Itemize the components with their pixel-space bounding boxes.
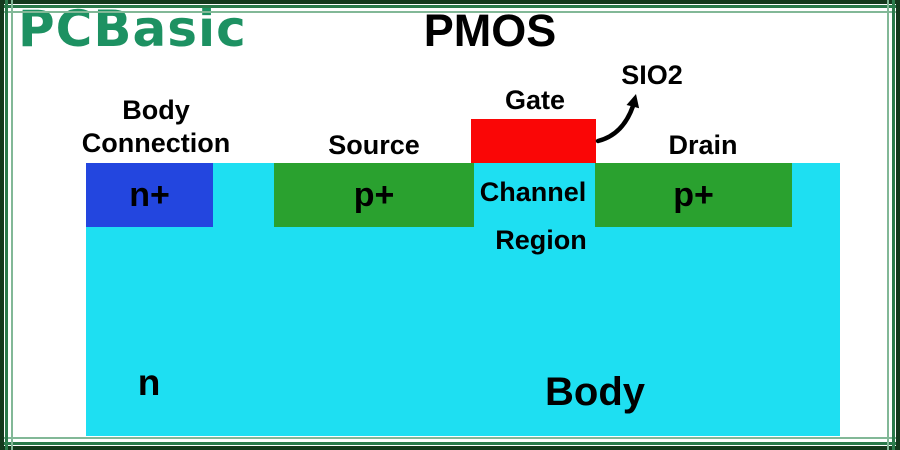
frame-border-bottom — [0, 437, 900, 450]
pcbasic-logo: PCBasic — [18, 0, 247, 58]
p-plus-source-label: p+ — [353, 175, 395, 214]
gate-label: Gate — [504, 85, 566, 115]
gate-rect — [471, 119, 596, 163]
n-plus-region: n+ — [86, 163, 213, 227]
frame-border-left — [0, 0, 13, 450]
p-plus-drain-region: p+ — [595, 163, 792, 227]
body-connection-line1: Body — [122, 95, 190, 125]
sio2-arrow-icon — [595, 94, 640, 144]
drain-label: Drain — [668, 130, 738, 160]
body-connection-label: Body Connection — [46, 94, 266, 160]
sio2-label: SIO2 — [621, 60, 683, 90]
frame-border-right — [887, 0, 900, 450]
p-plus-source-region: p+ — [274, 163, 474, 227]
channel-label: Channel — [479, 177, 587, 207]
body-connection-line2: Connection — [81, 128, 231, 158]
channel-region-label: Region — [495, 225, 587, 255]
source-label: Source — [328, 130, 420, 160]
p-plus-drain-label: p+ — [673, 175, 714, 214]
n-plus-label: n+ — [129, 175, 170, 214]
substrate-name-label: Body — [545, 370, 645, 414]
page-title: PMOS — [423, 5, 557, 56]
substrate-type-label: n — [137, 362, 161, 403]
